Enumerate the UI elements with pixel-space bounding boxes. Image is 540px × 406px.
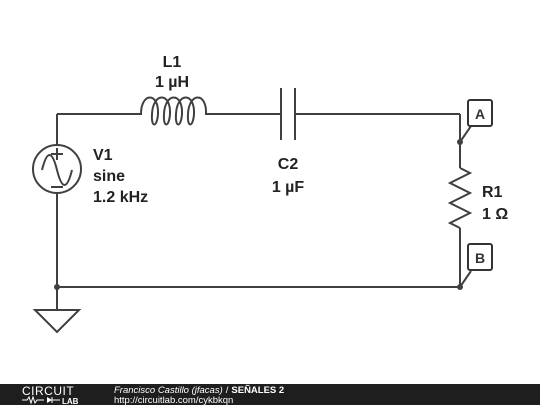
resistor-r1[interactable] <box>447 167 473 229</box>
title-separator: / <box>225 385 229 396</box>
probe-b[interactable]: B <box>459 243 493 288</box>
probe-b-label: B <box>475 250 485 266</box>
source-frequency-label: 1.2 kHz <box>93 189 148 206</box>
logo-text-top: CIRCUIT <box>22 384 74 398</box>
footer-bar: CIRCUIT LAB Francisco Castillo (jfacas)/… <box>0 384 540 406</box>
source-type-label: sine <box>93 168 125 185</box>
logo-text-bottom: LAB <box>62 397 79 405</box>
probe-a[interactable]: A <box>459 99 493 143</box>
inductor-name-label: L1 <box>163 54 182 71</box>
circuitlab-logo[interactable]: CIRCUIT LAB <box>22 384 94 405</box>
capacitor-c2[interactable] <box>280 88 296 140</box>
author-name[interactable]: Francisco Castillo (jfacas) <box>114 385 223 396</box>
probe-a-box <box>467 99 493 127</box>
voltage-source-v1[interactable] <box>32 144 82 194</box>
resistor-name-label: R1 <box>482 184 503 201</box>
ground-junction <box>54 284 60 290</box>
inductor-coil <box>137 96 209 126</box>
project-name[interactable]: SEÑALES 2 <box>231 385 285 396</box>
capacitor-name-label: C2 <box>278 156 299 173</box>
source-name-label: V1 <box>93 147 113 164</box>
probe-b-box <box>467 243 493 271</box>
logo-resistor-icon <box>22 395 44 405</box>
capacitor-value-label: 1 µF <box>272 179 305 196</box>
circuit-schematic: A B L1 1 µH C2 1 µF V1 sine 1.2 kHz R1 1… <box>32 54 508 334</box>
resistor-zigzag <box>447 167 473 229</box>
source-circle <box>32 144 82 194</box>
project-url[interactable]: http://circuitlab.com/cykbkqn <box>114 395 234 406</box>
ground-icon <box>32 309 82 334</box>
resistor-value-label: 1 Ω <box>482 206 508 223</box>
inductor-l1[interactable] <box>137 96 209 126</box>
ground-symbol <box>32 309 82 334</box>
sine-wave-icon <box>41 154 73 186</box>
footer-title: Francisco Castillo (jfacas)/SEÑALES 2 <box>114 385 284 396</box>
logo-diode-icon <box>47 397 52 403</box>
probe-a-label: A <box>475 106 485 122</box>
probe-a-lead <box>459 125 472 143</box>
wires <box>56 113 461 310</box>
inductor-value-label: 1 µH <box>155 74 189 91</box>
probe-b-lead <box>459 270 472 288</box>
